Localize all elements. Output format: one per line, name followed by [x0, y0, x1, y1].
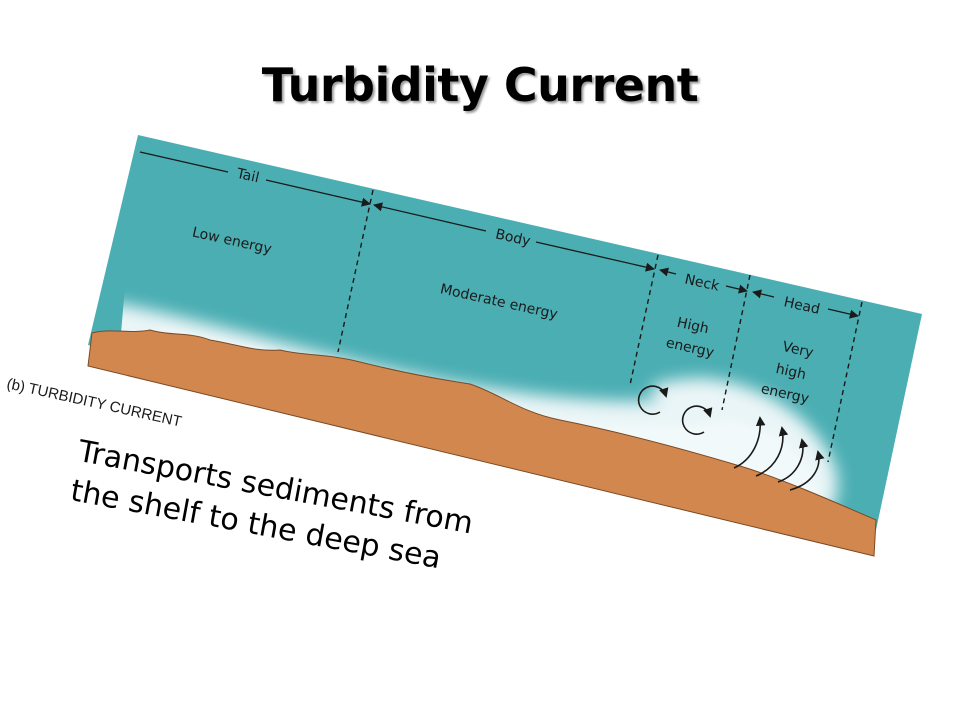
segment-label-tail: Tail: [234, 166, 260, 187]
eddy-icon: [681, 405, 713, 435]
energy-label-very-line2: high: [774, 361, 807, 383]
slide-title: Turbidity Current: [261, 58, 699, 112]
upward-flow-arrow-icon: [789, 450, 825, 491]
head-flow-arrows: [733, 416, 825, 491]
eddy-icon: [637, 385, 669, 415]
panel-label: (b) TURBIDITY CURRENT: [5, 375, 183, 430]
upward-flow-arrow-icon: [777, 438, 809, 483]
upward-flow-arrow-icon: [733, 416, 766, 469]
energy-label-high-line1: High: [675, 315, 710, 338]
segment-tail: Tail: [139, 151, 371, 207]
upward-flow-arrow-icon: [755, 426, 789, 477]
section-dividers: [337, 189, 863, 463]
segment-label-body: Body: [494, 226, 532, 249]
sediment-floor: [87, 329, 877, 557]
energy-label-very-line1: Very: [781, 339, 815, 361]
segment-head: Head: [752, 289, 859, 319]
segment-body: Body: [373, 202, 655, 272]
segment-label-neck: Neck: [683, 272, 721, 295]
eddy-arrows: [637, 385, 713, 435]
segment-label-head: Head: [782, 294, 821, 318]
segment-neck: Neck: [659, 267, 748, 295]
